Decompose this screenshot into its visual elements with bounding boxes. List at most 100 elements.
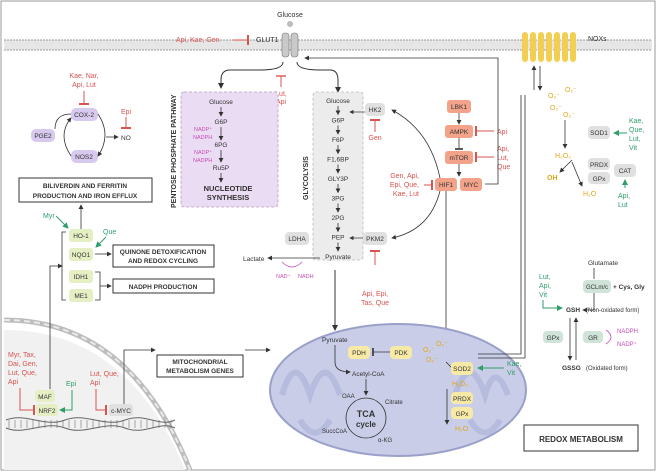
mito-genes-line-1: MITOCHONDRIAL: [172, 359, 227, 366]
ppp-nadph-1: NADPH: [193, 135, 212, 141]
sod1-label: SOD1: [590, 130, 608, 137]
sod1-activator-3: Lut,: [629, 136, 641, 143]
mito-gpx-box: [451, 407, 473, 419]
sod1-activator-1: Kae,: [629, 118, 643, 125]
maf-box: [35, 390, 55, 402]
cyto-h2o: H₂O: [583, 191, 597, 198]
mito-prdx-label: PRDX: [453, 396, 472, 403]
hif1-inhibitors-1: Gen, Api,: [390, 173, 419, 180]
que-activator: Que: [103, 229, 116, 236]
glycolysis-step-4: GLY3P: [328, 176, 348, 183]
hif1-inhibitors-2: Epi, Que,: [390, 182, 419, 189]
mito-genes-line-2: METABOLISM GENES: [166, 368, 234, 375]
biliverdin-line-1: BILIVERDIN AND FERRITIN: [43, 183, 128, 190]
pkm2-box: [363, 232, 387, 245]
gsh-form-label: (Non-oxidated form): [586, 308, 639, 314]
glycolysis-step-8: Pyruvate: [325, 254, 351, 261]
cox2-box: [71, 108, 98, 121]
akg-label: α-KG: [378, 438, 392, 444]
citrate-label: Citrate: [385, 400, 403, 406]
oaa-label: OAA: [342, 394, 355, 400]
gr-nadp: NADP⁺: [617, 341, 637, 348]
glycolysis-step-1: G6P: [331, 118, 344, 125]
cyto-gpx-box: [588, 172, 610, 184]
sod1-activator-2: Que,: [629, 127, 644, 134]
mtor-inhibitor-2: Lut,: [497, 155, 509, 162]
glycolysis-step-0: Glucose: [326, 98, 350, 105]
nos2-label: NOS2: [75, 154, 93, 161]
acetyl-coa-label: Acetyl-CoA: [352, 371, 385, 378]
ppp-ru5p: Ru5P: [213, 165, 229, 172]
nrf2-inhibitors-1: Myr, Tax,: [8, 352, 36, 359]
sod2-activator-1: Kae,: [507, 361, 521, 368]
pdk-box: [390, 346, 412, 359]
mito-gpx-label: GPx: [456, 411, 469, 418]
cyto-superoxide-1: O₂⁻: [548, 93, 560, 100]
glycolysis-step-3: F1,6BP: [327, 157, 349, 164]
glycolysis-step-2: F6P: [332, 137, 344, 144]
cmyc-label: c-MYC: [111, 408, 131, 415]
ampk-box: [445, 125, 473, 138]
cmyc-inhibitors-2: Api: [90, 380, 101, 387]
ppp-nadp-2: NADP⁺: [194, 149, 212, 156]
gsh-label: GSH: [566, 307, 580, 314]
gpx2-label: GPx: [547, 335, 560, 342]
ppp-glucose: Glucose: [209, 99, 233, 106]
tca-line-1: TCA: [357, 409, 376, 419]
cox2-inhibitors-1: Kae, Nar,: [69, 73, 98, 80]
ppp-box: [180, 91, 279, 208]
nqo1-box: [69, 248, 93, 261]
ppp-inhibitor-line-2: Api: [276, 99, 287, 106]
biliverdin-line-2: PRODUCTION AND IRON EFFLUX: [33, 193, 138, 200]
quinone-box: [112, 244, 215, 268]
pdh-label: PDH: [352, 350, 366, 357]
nrf2-inhibitors-3: Lut, Que,: [8, 370, 37, 377]
mtor-label: mTOR: [449, 155, 468, 162]
glycolysis-step-7: PEP: [331, 235, 344, 242]
sod1-activator-4: Vit: [629, 145, 637, 152]
nrf2-box: [36, 404, 58, 416]
ppp-inhibitor-line-1: Lut,: [275, 91, 287, 98]
mito-superoxide-2: O₂⁻: [436, 341, 448, 348]
pge2-box: [31, 129, 55, 142]
mtor-inhibitor-1: Api,: [497, 146, 509, 153]
nrf2-label: NRF2: [39, 408, 56, 415]
gpx2-box: [543, 331, 563, 343]
biliverdin-box: [18, 177, 153, 203]
cat-box: [614, 164, 636, 177]
gssg-label: GSSG: [562, 365, 581, 372]
glucose-molecule-icon: [287, 21, 293, 27]
mito-h2o2: H₂O₂: [452, 381, 468, 388]
gclm-label: GCLm/c: [586, 285, 608, 291]
pdk-label: PDK: [394, 350, 408, 357]
nucleotide-synthesis-1: NUCLEOTIDE: [204, 184, 253, 193]
cys-gly-label: + Cys, Gly: [613, 284, 645, 291]
ldha-nadh: NADH: [298, 274, 314, 280]
sod2-box: [451, 362, 473, 375]
glycolysis-box: [312, 91, 364, 261]
glycolysis-steps: GlucoseG6PF6PF1,6BPGLY3P3PG2PGPEPPyruvat…: [325, 98, 351, 261]
glycolysis-step-5: 3PG: [331, 196, 344, 203]
mito-pyruvate: Pyruvate: [322, 337, 348, 344]
cox2-label: COX-2: [74, 112, 94, 119]
gssg-form-label: (Oxidated form): [586, 366, 628, 372]
myc-label: MYC: [464, 182, 479, 189]
gsh-activator-2: Api,: [539, 283, 551, 290]
quinone-line-1: QUINONE DETOXIFICATION: [120, 249, 207, 256]
cmyc-inhibitors-1: Lut, Que,: [90, 371, 119, 378]
mtor-box: [445, 151, 473, 164]
mtor-inhibitor-3: Que: [497, 164, 510, 171]
tca-line-2: cycle: [356, 420, 377, 429]
pkm2-inhibitors-2: Tas, Que: [361, 300, 389, 307]
myr-activator: Myr: [43, 213, 55, 220]
mito-prdx-box: [451, 392, 473, 404]
sod2-activator-2: Vit: [507, 370, 515, 377]
nox-label: NOXs: [588, 36, 607, 43]
mitochondrion: [269, 323, 527, 457]
gr-label: GR: [588, 335, 598, 342]
mito-h2o: H₂O: [455, 426, 469, 433]
nos2-box: [71, 150, 98, 163]
no-label: NO: [121, 135, 131, 142]
glutamate-label: Glutamate: [588, 260, 618, 267]
